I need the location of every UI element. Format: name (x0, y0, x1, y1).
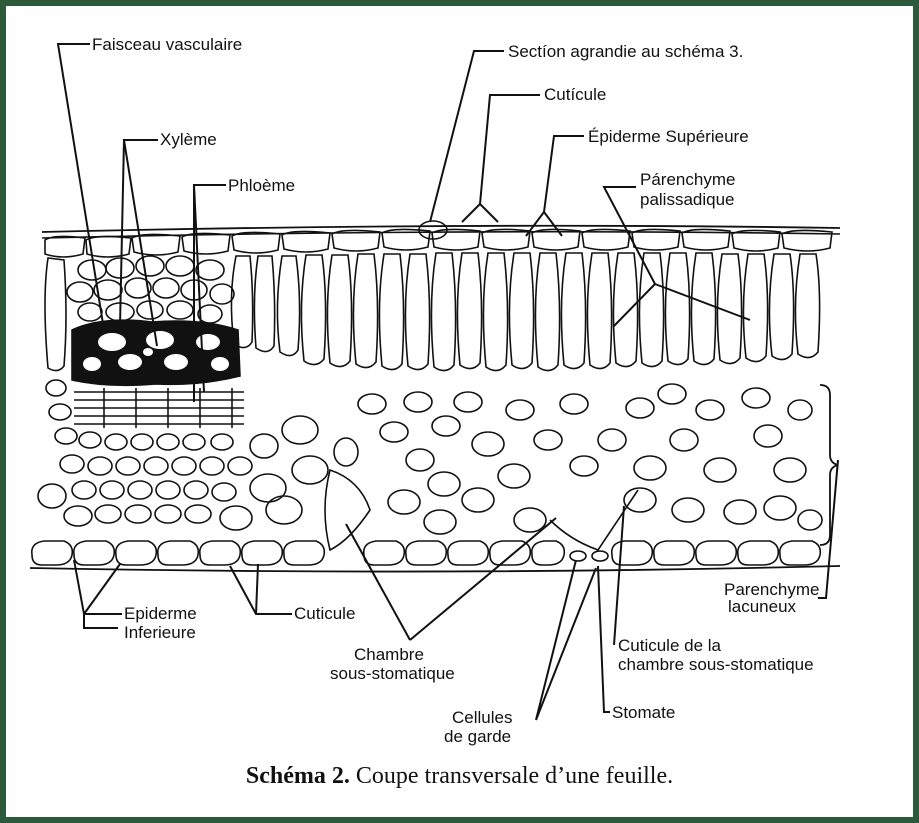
caption-text: Coupe transversale d’une feuille. (356, 763, 673, 789)
label-chambre-line1: Chambre (354, 645, 424, 664)
leaf-tissue (30, 221, 840, 572)
label-cuticule-top: Cutícule (544, 85, 606, 104)
label-cuticule-chambre-line2: chambre sous-stomatique (618, 655, 814, 674)
label-phloeme: Phloème (228, 176, 295, 195)
guard-cell-left (570, 551, 586, 561)
label-epiderme-inferieure-line2: Inferieure (124, 623, 196, 642)
lower-cuticle (30, 566, 840, 572)
spongy-mesophyll (38, 380, 822, 534)
xylem-block (72, 320, 240, 385)
label-cellules-line1: Cellules (452, 708, 512, 727)
label-palissadique-line1: Párenchyme (640, 170, 735, 189)
label-xyleme: Xylème (160, 130, 217, 149)
label-palissadique-line2: palissadique (640, 190, 735, 209)
label-cellules-line2: de garde (444, 727, 511, 746)
label-stomate: Stomate (612, 703, 675, 722)
phloem-cells (74, 388, 244, 428)
figure-caption: Schéma 2. Coupe transversale d’une feuil… (0, 763, 919, 790)
label-epiderme-inferieure-line1: Epiderme (124, 604, 197, 623)
guard-cell-right (592, 551, 608, 561)
label-cuticule-chambre-line1: Cuticule de la (618, 636, 721, 655)
label-faisceau-vasculaire: Faisceau vasculaire (92, 35, 242, 54)
caption-number: Schéma 2. (246, 763, 350, 789)
vascular-bundle (67, 256, 234, 323)
substomatal-chamber-left (325, 470, 370, 550)
label-enlarged-section: Sectíon agrandie au schéma 3. (508, 42, 743, 61)
label-epiderme-superieure: Épiderme Supérieure (588, 127, 749, 146)
lower-epidermis (32, 541, 821, 565)
label-lacuneux-line2: lacuneux (728, 597, 796, 616)
upper-cuticle (42, 226, 840, 232)
label-chambre-line2: sous-stomatique (330, 664, 455, 683)
label-cuticule-bottom: Cuticule (294, 604, 355, 623)
